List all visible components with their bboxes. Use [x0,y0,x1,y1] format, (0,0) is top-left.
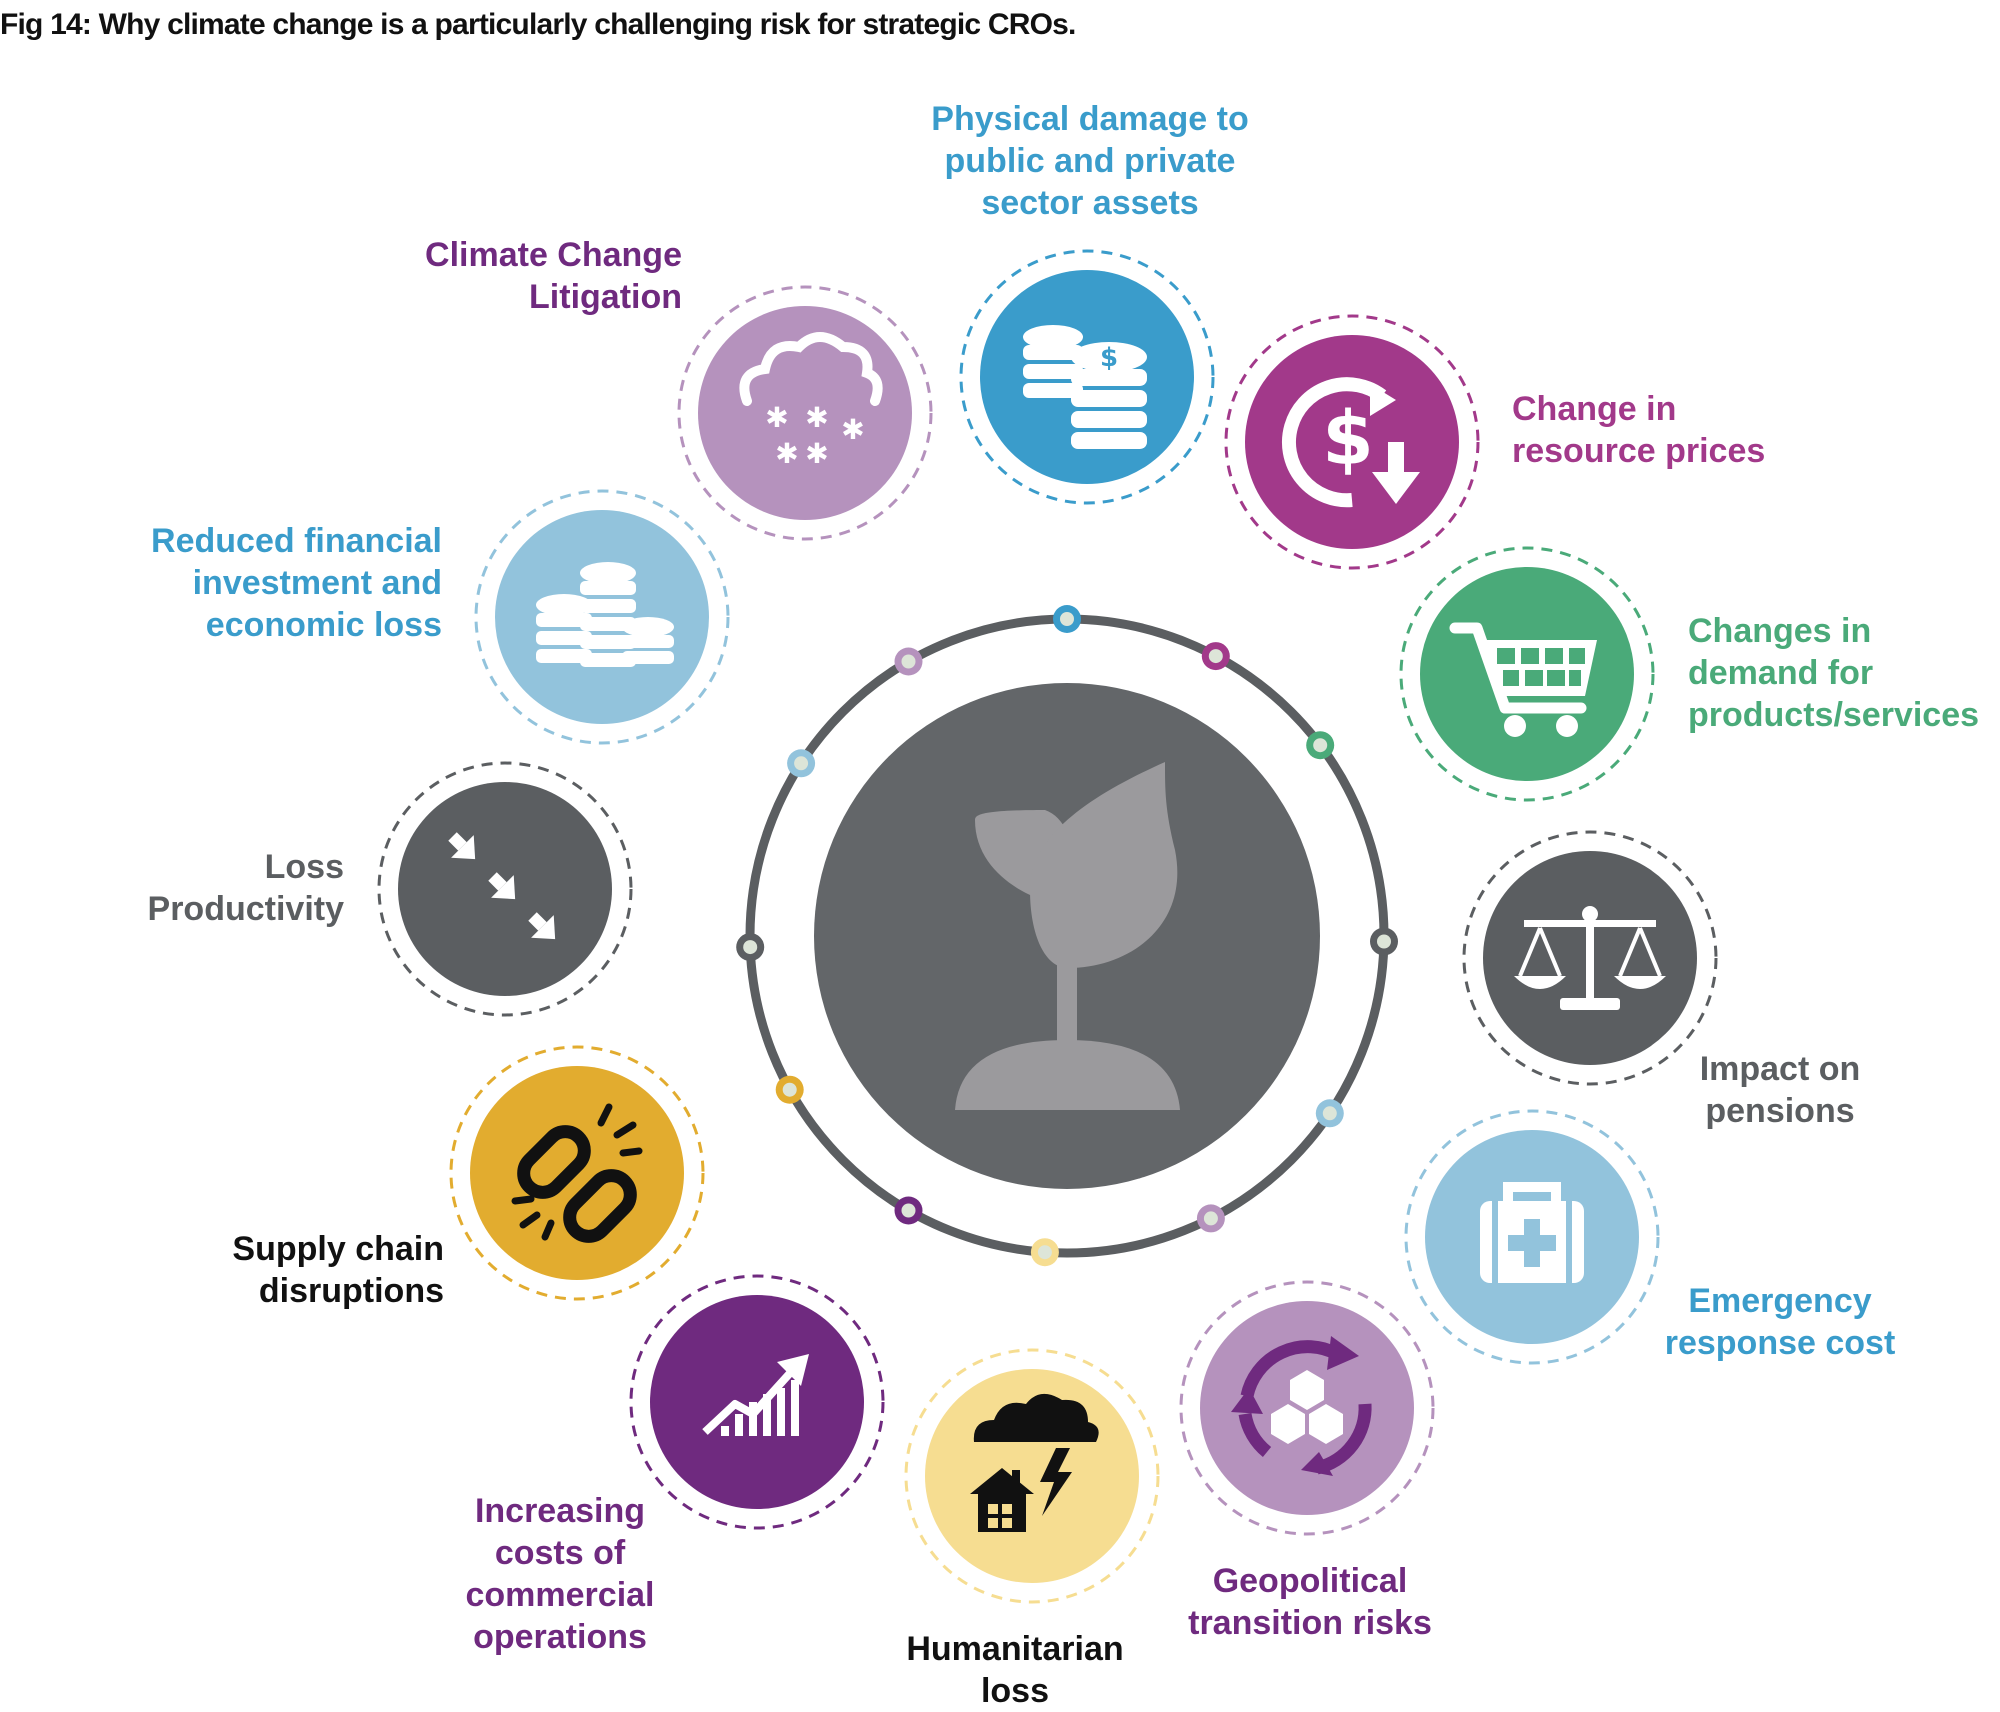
ring-marker-center [1037,1245,1052,1260]
dashed-ring [1224,314,1480,570]
svg-text:✱: ✱ [775,437,798,470]
snow-cloud-icon: ✱✱ ✱✱✱ [739,332,883,470]
broken-chain-link-icon [511,1103,643,1243]
svg-text:✱: ✱ [841,413,864,446]
ring-marker-center [901,1203,916,1218]
svg-text:✱: ✱ [805,437,828,470]
svg-text:$: $ [1322,396,1374,482]
ring-marker-center [794,756,809,771]
ring-marker-center [1203,1211,1218,1226]
dashed-ring [959,249,1215,505]
ring-marker-center [782,1082,797,1097]
ring-marker-center [1208,649,1223,664]
plant-sprout-icon [955,762,1180,1110]
svg-text:$: $ [1100,343,1118,373]
ring-marker-center [743,940,758,955]
first-aid-kit-icon [1480,1182,1584,1283]
node-disk [1245,335,1459,549]
figure-title: Fig 14: Why climate change is a particul… [0,8,1076,41]
storm-house-icon [970,1393,1099,1532]
dashed-ring [1179,1280,1435,1536]
dashed-ring [904,1348,1160,1604]
coin-stacks-dollar-icon: $ [1023,325,1147,449]
balance-scale-icon [1514,906,1666,1010]
dashed-ring [1404,1109,1660,1365]
dashed-ring [377,761,633,1017]
svg-text:✱: ✱ [765,401,788,434]
ring-marker-center [1377,934,1391,949]
shopping-cart-icon [1449,622,1597,737]
svg-text:✱: ✱ [805,401,828,434]
ring-markers [736,605,1398,1267]
risk-node-litigation [677,285,933,541]
diagonal-arrows-down-icon [448,832,556,940]
risk-node-humanitarian [904,1348,1160,1604]
node-disk [698,306,912,520]
dashed-ring [449,1045,705,1301]
ring-marker-center [1060,612,1074,626]
coin-stacks-icon [536,562,674,667]
ring-marker-center [901,654,916,669]
rising-bar-chart-icon [702,1354,809,1436]
dashed-ring [629,1274,885,1530]
ring-marker-center [1322,1106,1337,1121]
dollar-down-arrow-icon: $ [1282,377,1420,508]
cycle-hexagons-icon [1231,1336,1372,1476]
dashed-ring [1462,830,1718,1086]
dashed-ring [677,285,933,541]
dashed-ring [474,489,730,745]
dashed-ring [1399,546,1655,802]
ring-marker-center [1313,738,1328,753]
risk-node-resource-prices [1224,314,1480,570]
